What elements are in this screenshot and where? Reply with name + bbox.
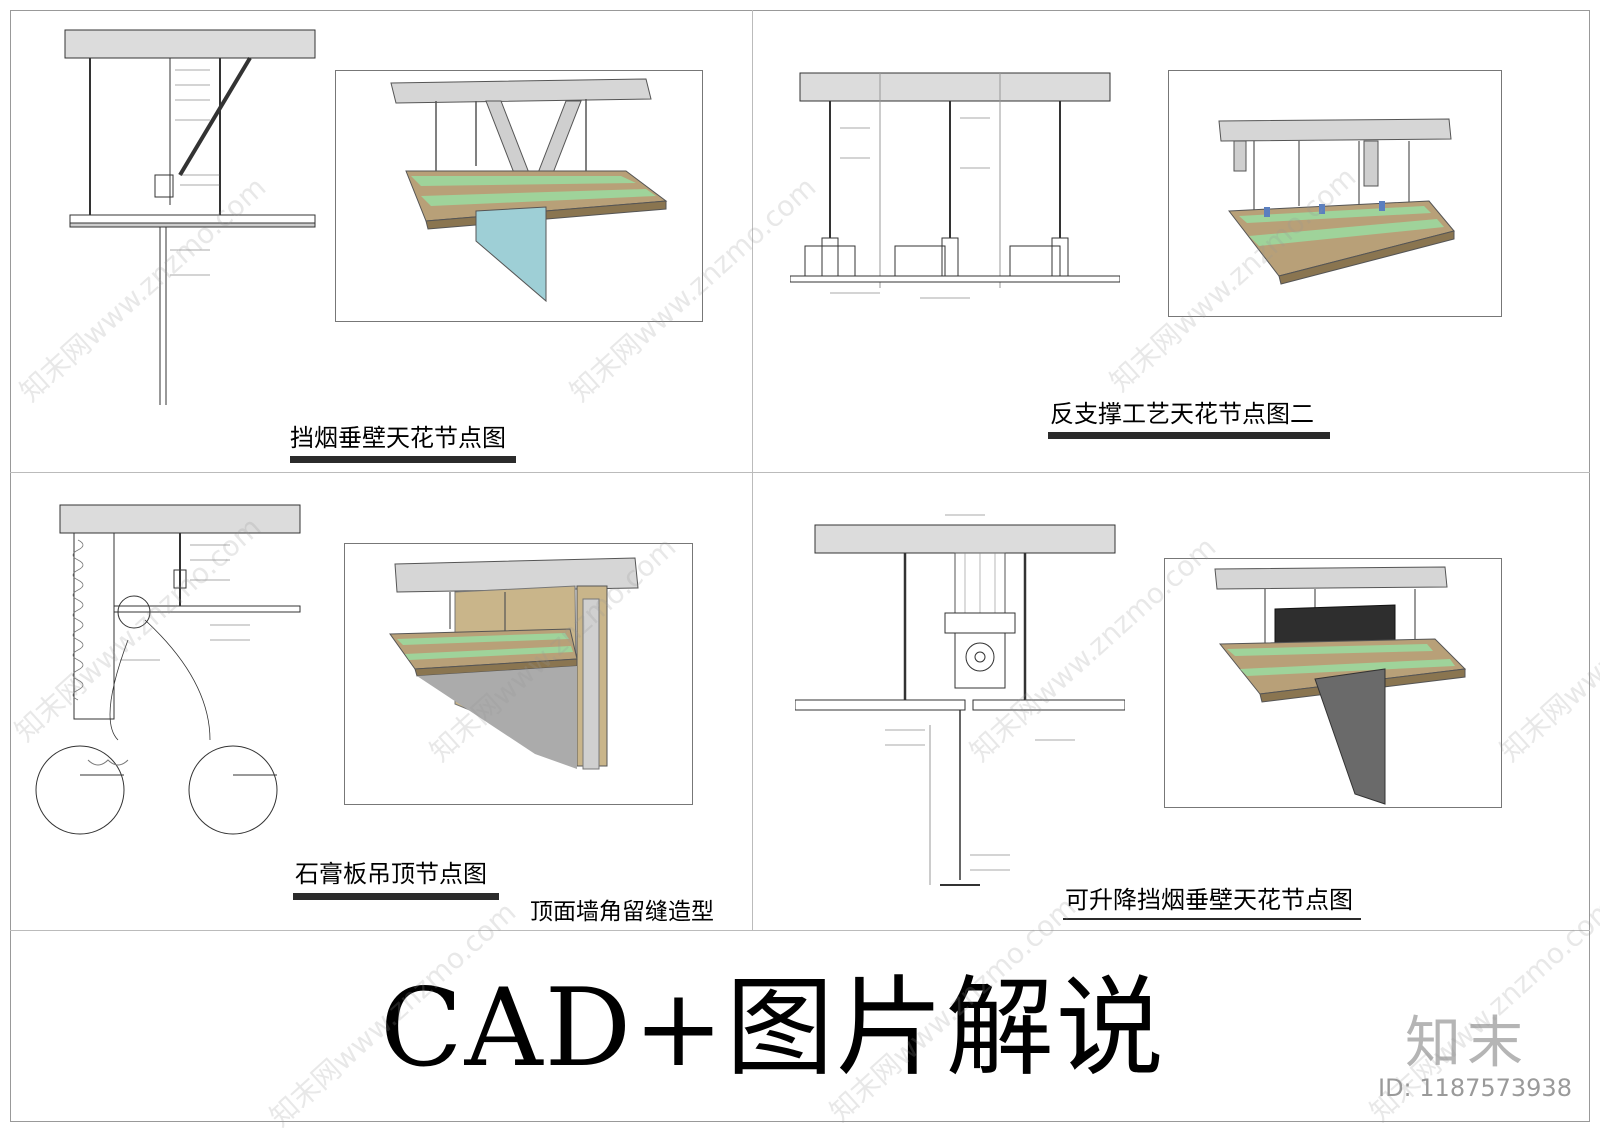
panel-title-underline — [1048, 432, 1330, 439]
render-gypsum-ceiling — [344, 543, 693, 805]
panel-title-smoke-barrier: 挡烟垂壁天花节点图 — [290, 424, 506, 452]
grid-divider-h2 — [10, 930, 1590, 931]
panel-title-underline — [293, 893, 499, 900]
panel-title-underline — [290, 456, 516, 463]
cad-drawing-gypsum-ceiling — [30, 500, 310, 880]
panel-title-gypsum-ceiling: 石膏板吊顶节点图 — [295, 860, 487, 888]
main-title: CAD+图片解说 — [380, 966, 1166, 1091]
cad-drawing-lifting-smoke-barrier — [795, 505, 1125, 905]
id-label: ID: 1187573938 — [1378, 1074, 1572, 1102]
panel-title-reverse-support: 反支撑工艺天花节点图二 — [1050, 400, 1314, 428]
render-smoke-barrier — [335, 70, 703, 322]
panel-title-underline — [1063, 918, 1361, 920]
brand-logo: 知末 — [1405, 1011, 1529, 1076]
render-lifting-smoke-barrier — [1164, 558, 1502, 808]
grid-divider-h1 — [10, 472, 1590, 473]
panel-title-lifting-smoke-barrier: 可升降挡烟垂壁天花节点图 — [1065, 886, 1353, 914]
cad-drawing-smoke-barrier — [60, 25, 320, 415]
cad-drawing-reverse-support — [790, 68, 1120, 328]
panel-subtitle-corner-gap: 顶面墙角留缝造型 — [530, 899, 714, 925]
render-reverse-support — [1168, 70, 1502, 317]
grid-divider-v — [752, 10, 753, 930]
drawing-frame — [10, 10, 1590, 1122]
